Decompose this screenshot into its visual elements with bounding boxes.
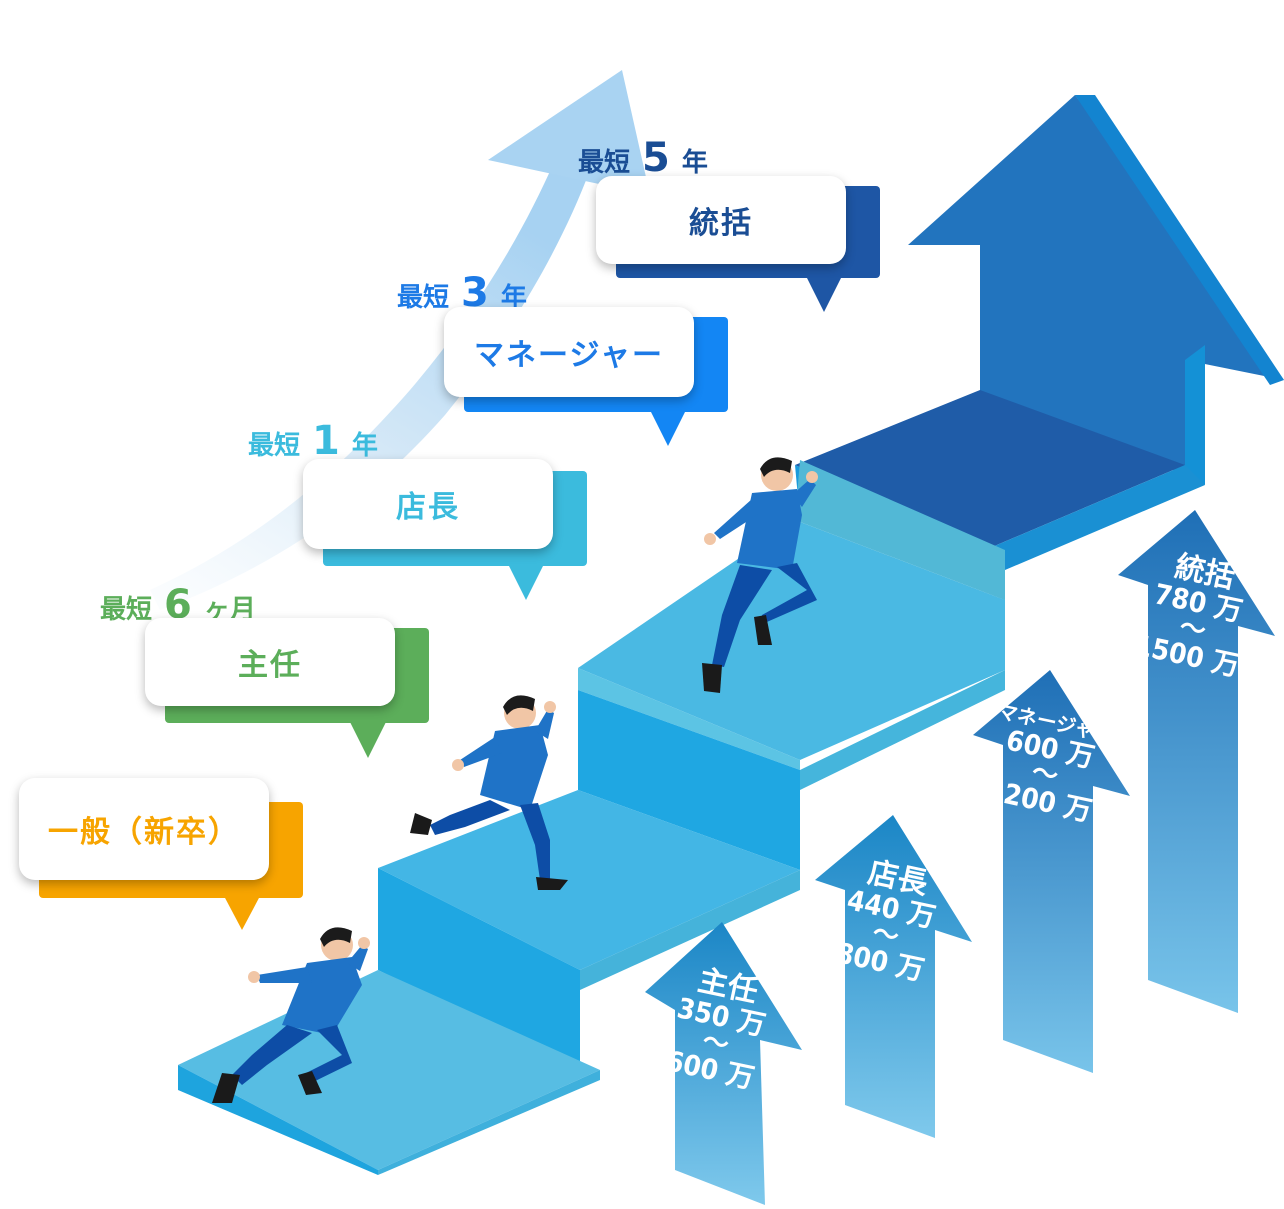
staircase [178,460,1005,1175]
big-arrow [795,95,1284,600]
label-manager: マネージャー [444,307,694,397]
label-shunin: 主任 [145,618,395,706]
label-ippan: 一般（新卒） [19,778,269,880]
salary-arrow-tencho [815,815,972,1138]
salary-arrow-manager [973,670,1130,1073]
salary-arrow-shunin [645,922,802,1205]
growth-arrow-icon [150,70,650,610]
salary-arrow-tokatsu [1118,510,1275,1013]
runner-figure-icon [410,695,568,890]
label-tokatsu: 統括 [596,176,846,264]
salary-tokatsu: 統括 780 万 ～ 1500 万 [1131,549,1246,683]
runner-figure-icon [212,927,370,1103]
runner-figure-icon [702,457,818,693]
label-tencho: 店長 [303,459,553,549]
